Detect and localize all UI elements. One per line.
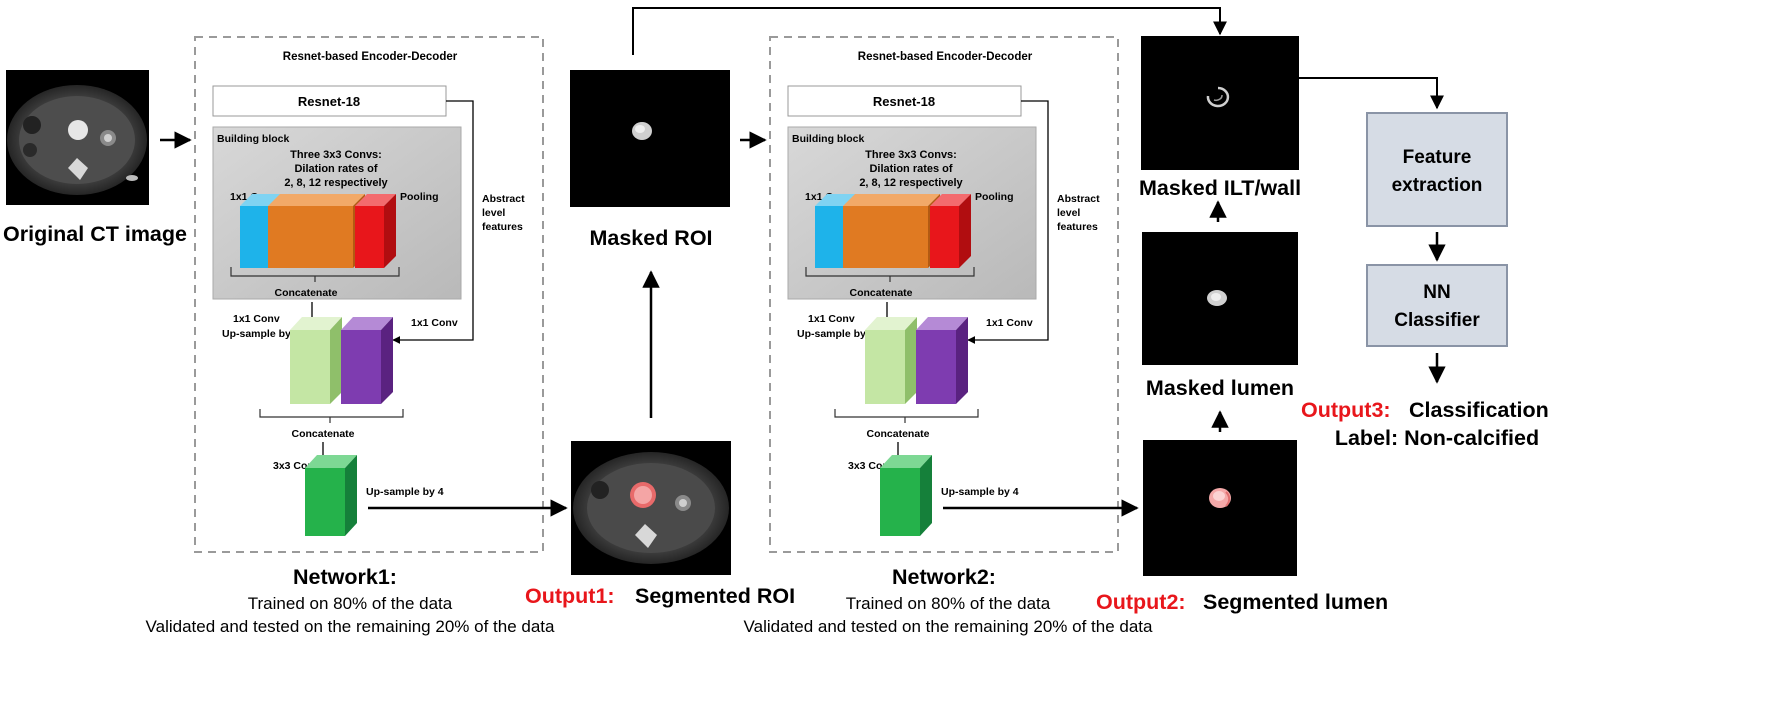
feature-extraction-line1: Feature xyxy=(1403,147,1472,168)
network2-abstract-arrow xyxy=(967,100,1049,344)
network1-desc1: Trained on 80% of the data xyxy=(248,594,453,613)
network1-box-title: Resnet-based Encoder-Decoder xyxy=(283,51,458,63)
original-ct-image xyxy=(6,70,149,205)
network2-desc1: Trained on 80% of the data xyxy=(846,594,1051,613)
network2-convs-line1: Three 3x3 Convs: xyxy=(865,149,957,161)
network1-abstract-arrow xyxy=(392,100,474,344)
network1-up-conv-label: 1x1 Conv xyxy=(233,313,280,325)
segmented-lumen-image xyxy=(1143,440,1297,576)
arrow-masked-ilt-to-feature-extraction xyxy=(1299,77,1444,110)
nn-classifier-line2: Classifier xyxy=(1394,310,1480,331)
network1-upsample-slab xyxy=(290,317,342,404)
masked-lumen-label: Masked lumen xyxy=(1146,376,1294,400)
network2-pooling-label: Pooling xyxy=(975,191,1014,203)
feature-extraction-line2: extraction xyxy=(1392,175,1483,196)
network2-purple-slab xyxy=(916,317,968,404)
network1-green-slab xyxy=(305,455,357,536)
network1-convs-line2: Dilation rates of xyxy=(294,163,377,175)
arrow-masked-roi-to-masked-ilt xyxy=(632,7,1227,55)
output3-label: Classification xyxy=(1409,398,1549,422)
nn-classifier-box xyxy=(1366,264,1508,347)
network2-resnet18-box xyxy=(787,85,1022,117)
feature-extraction-box xyxy=(1366,112,1508,227)
network2-side-conv-label: 1x1 Conv xyxy=(986,317,1033,329)
network1-side-conv-label: 1x1 Conv xyxy=(411,317,458,329)
network2-up-conv-label: 1x1 Conv xyxy=(808,313,855,325)
network1: Resnet-based Encoder-Decoder Resnet-18 B… xyxy=(194,36,544,553)
network2-abstract-line2: level xyxy=(1057,207,1080,219)
network1-concat2-brace xyxy=(259,409,404,418)
output1-prefix: Output1: xyxy=(525,584,615,608)
network1-final-upsample-label: Up-sample by 4 xyxy=(366,486,444,498)
network2-building-block-label: Building block xyxy=(792,133,864,145)
network1-desc2: Validated and tested on the remaining 20… xyxy=(146,617,555,636)
network2-box xyxy=(769,36,1119,553)
output3-line2: Label: Non-calcified xyxy=(1335,426,1539,450)
network2-abstract-line1: Abstract xyxy=(1057,193,1100,205)
network1-pooling-label: Pooling xyxy=(400,191,439,203)
network1-abstract-line3: features xyxy=(482,221,523,233)
network2-up-sample-label: Up-sample by 4 xyxy=(797,328,875,340)
network2-abstract-line3: features xyxy=(1057,221,1098,233)
network1-resnet18-label: Resnet-18 xyxy=(298,94,360,109)
network1-box xyxy=(194,36,544,553)
network1-abstract-line2: level xyxy=(482,207,505,219)
network1-abstract-line1: Abstract xyxy=(482,193,525,205)
output3-prefix: Output3: xyxy=(1301,398,1391,422)
network2-final-upsample-label: Up-sample by 4 xyxy=(941,486,1019,498)
network2-concat2-label: Concatenate xyxy=(866,428,929,440)
output1-label: Segmented ROI xyxy=(635,584,795,608)
network2-upsample-slab xyxy=(865,317,917,404)
network2-concat1-label: Concatenate xyxy=(849,287,912,299)
network2-resnet18-label: Resnet-18 xyxy=(873,94,935,109)
masked-ilt-image xyxy=(1141,36,1299,170)
original-ct-label: Original CT image xyxy=(3,222,187,246)
network2-convs-line2: Dilation rates of xyxy=(869,163,952,175)
network1-convs-line3: 2, 8, 12 respectively xyxy=(284,177,388,189)
network1-convs-line1: Three 3x3 Convs: xyxy=(290,149,382,161)
network1-up-sample-label: Up-sample by 4 xyxy=(222,328,300,340)
network2-title: Network2: xyxy=(892,565,996,589)
network2-green-slab xyxy=(880,455,932,536)
network2-box-title: Resnet-based Encoder-Decoder xyxy=(858,51,1033,63)
masked-roi-label: Masked ROI xyxy=(589,226,712,250)
network1-pooling-slab xyxy=(355,194,396,268)
network2-convs-line3: 2, 8, 12 respectively xyxy=(859,177,963,189)
masked-ilt-label: Masked ILT/wall xyxy=(1139,176,1301,200)
network1-purple-slab xyxy=(341,317,393,404)
network1-concat2-label: Concatenate xyxy=(291,428,354,440)
network1-concat1-label: Concatenate xyxy=(274,287,337,299)
network1-title: Network1: xyxy=(293,565,397,589)
masked-roi-image xyxy=(570,70,730,207)
network2-desc2: Validated and tested on the remaining 20… xyxy=(744,617,1153,636)
output2-prefix: Output2: xyxy=(1096,590,1186,614)
network1-building-block-label: Building block xyxy=(217,133,289,145)
nn-classifier-line1: NN xyxy=(1423,282,1450,303)
output2-label: Segmented lumen xyxy=(1203,590,1388,614)
masked-lumen-image xyxy=(1142,232,1298,365)
segmented-roi-image xyxy=(571,441,731,575)
network2-concat2-brace xyxy=(834,409,979,418)
network2-pooling-slab xyxy=(930,194,971,268)
network2: Resnet-based Encoder-Decoder Resnet-18 B… xyxy=(769,36,1119,553)
